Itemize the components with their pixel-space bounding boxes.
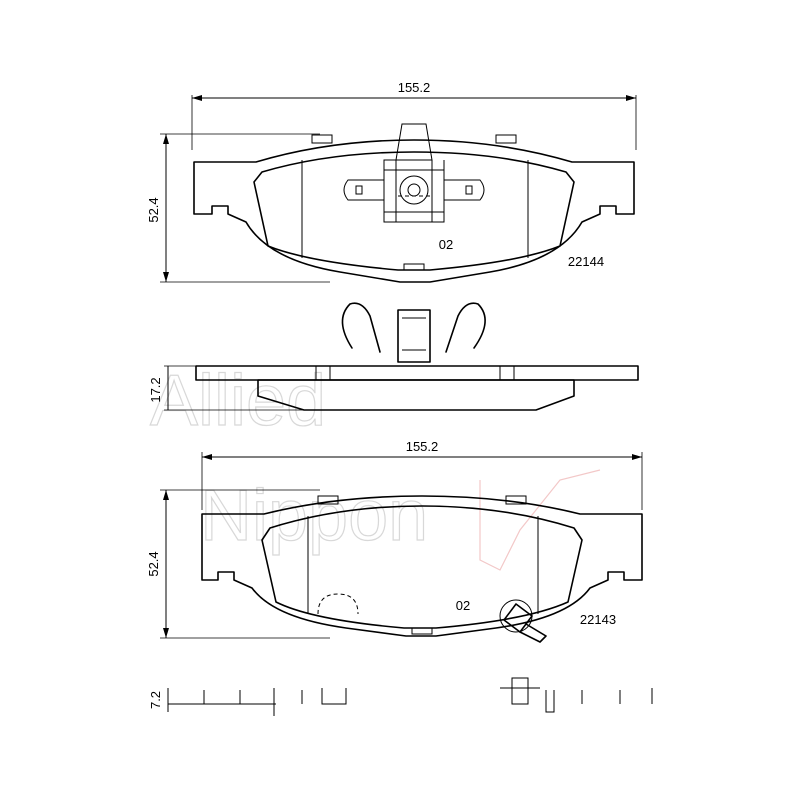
top-width-label: 155.2 [398,80,431,95]
top-clip-hole [399,175,429,205]
watermark: Allied Nippon [149,360,601,571]
top-side-friction [257,379,575,411]
bottom-friction-outline [261,505,583,629]
bottom-width-dimension: 155.2 [201,439,643,510]
top-tab-right [495,134,517,144]
bottom-sensor [503,603,533,633]
top-code: 02 [439,237,453,252]
top-side-spring-left [341,302,381,353]
top-side-view: 17.2 [148,302,639,411]
top-backplate-outline [193,139,635,283]
top-pad-view: 155.2 52.4 [146,80,637,283]
bottom-code: 02 [456,598,470,613]
top-height-label: 52.4 [146,197,161,222]
top-width-dimension: 155.2 [191,80,637,150]
bottom-part-number: 22143 [580,612,616,627]
top-height-dimension: 52.4 [146,133,330,283]
bottom-side-view: 7.2 [148,677,653,716]
top-side-spring-right [445,302,486,353]
bottom-tab-right [505,495,527,505]
bottom-pad-view: 155.2 52.4 02 22143 [146,439,643,643]
top-side-thickness-label: 17.2 [148,377,163,402]
bottom-backplate-outline [201,495,643,637]
bottom-side-thickness-label: 7.2 [148,691,163,709]
watermark-logo [479,469,601,571]
top-center-clip [383,123,445,223]
top-side-backplate [195,365,639,381]
bottom-width-label: 155.2 [406,439,439,454]
top-side-clip [397,309,431,363]
top-clip-arm-left [343,179,384,201]
top-clip-arm-right [444,179,485,201]
bottom-sensor-wire [519,623,547,643]
bottom-height-dimension: 52.4 [146,489,330,639]
top-tab-left [311,134,333,144]
bottom-height-label: 52.4 [146,551,161,576]
watermark-line1: Allied [150,361,326,441]
bottom-tab-left [317,495,339,505]
bottom-hidden-circle [317,593,359,615]
top-friction-outline [253,151,575,271]
top-part-number: 22144 [568,254,604,269]
